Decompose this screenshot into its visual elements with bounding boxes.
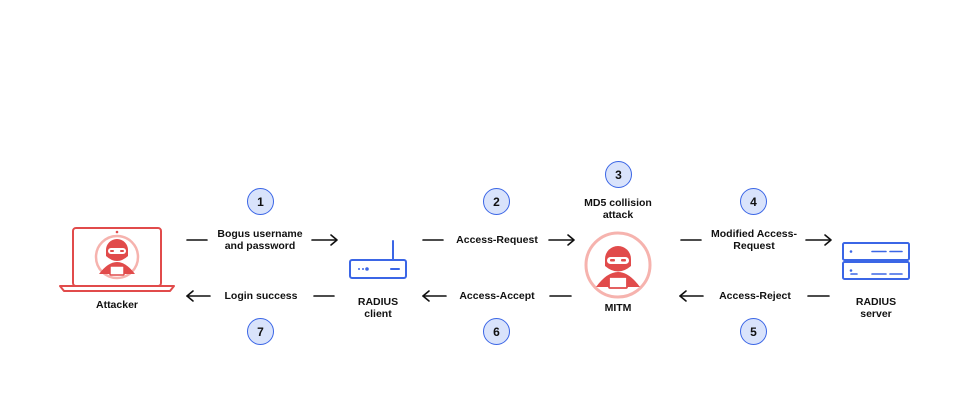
step-5-badge: 5 bbox=[740, 318, 767, 345]
step-3-badge: 3 bbox=[605, 161, 632, 188]
step-1-label: Bogus username and password bbox=[217, 228, 303, 252]
step-5-label: Access-Reject bbox=[719, 290, 791, 302]
step-2-badge: 2 bbox=[483, 188, 510, 215]
arrow-left-icon bbox=[422, 290, 447, 302]
attacker-label: Attacker bbox=[95, 299, 139, 311]
step-7-badge: 7 bbox=[247, 318, 274, 345]
step-6-label: Access-Accept bbox=[459, 290, 535, 302]
step-4-badge: 4 bbox=[740, 188, 767, 215]
step-3-label: MD5 collision attack bbox=[584, 197, 652, 221]
arrow-left-icon bbox=[679, 290, 704, 302]
arrow-right-icon bbox=[311, 234, 338, 246]
step-1-badge: 1 bbox=[247, 188, 274, 215]
arrow-right-icon bbox=[548, 234, 575, 246]
radius-client-label: RADIUS client bbox=[357, 296, 399, 320]
step-7-label: Login success bbox=[224, 290, 298, 302]
radius-server-label: RADIUS server bbox=[855, 296, 897, 320]
step-2-label: Access-Request bbox=[456, 234, 538, 246]
step-6-badge: 6 bbox=[483, 318, 510, 345]
mitm-label: MITM bbox=[604, 302, 632, 314]
arrow-left-icon bbox=[186, 290, 211, 302]
step-4-label: Modified Access- Request bbox=[711, 228, 797, 252]
arrow-right-icon bbox=[805, 234, 832, 246]
